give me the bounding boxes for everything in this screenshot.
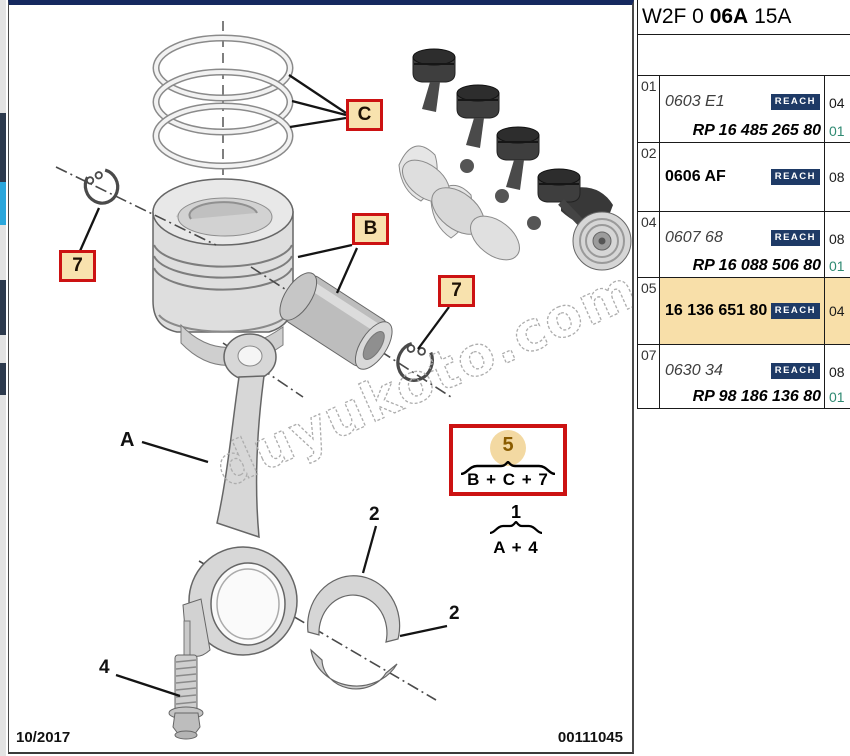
catalog-reference-header: W2F 0 06A 15A bbox=[638, 0, 850, 35]
assembly-formula-box[interactable]: 5 B + C + 7 bbox=[449, 424, 567, 496]
label-a: A bbox=[120, 429, 135, 451]
quantity-primary: 04 bbox=[829, 95, 845, 111]
row-index: 07 bbox=[638, 345, 660, 408]
strip-cyan-block bbox=[0, 182, 6, 225]
piston-rings-illustration bbox=[152, 34, 294, 170]
formula-number-circle bbox=[490, 430, 526, 466]
piston-illustration bbox=[152, 178, 294, 366]
strip-gray-block bbox=[0, 335, 6, 363]
part-code: 0607 68 bbox=[665, 229, 723, 246]
part-code: 0603 E1 bbox=[665, 93, 725, 110]
reach-badge[interactable]: REACH bbox=[770, 230, 820, 246]
bolt-illustration bbox=[168, 620, 204, 740]
callout-b[interactable]: B bbox=[352, 213, 389, 245]
part-code: 0606 AF bbox=[665, 168, 726, 185]
row-index: 05 bbox=[638, 278, 660, 344]
callout-7-left[interactable]: 7 bbox=[59, 250, 96, 282]
circlip-left-illustration bbox=[83, 168, 120, 205]
strip-navy-block bbox=[0, 113, 6, 182]
table-row[interactable]: 02 0606 AF REACH 08 bbox=[638, 143, 850, 212]
bearing-shells-illustration bbox=[307, 575, 401, 690]
strip-navy-block bbox=[0, 280, 6, 335]
row-index: 02 bbox=[638, 143, 660, 211]
label-2-top: 2 bbox=[369, 504, 380, 525]
over-brace bbox=[460, 461, 556, 475]
part-code: 16 136 651 80 bbox=[665, 302, 768, 319]
quantity-secondary: 01 bbox=[829, 389, 845, 405]
reference-part2: 06A bbox=[709, 5, 749, 28]
circlip-right-illustration bbox=[396, 341, 434, 382]
table-row-selected[interactable]: 05 16 136 651 80 REACH 04 bbox=[638, 278, 850, 345]
formula-top-expression: B + C + 7 bbox=[467, 470, 549, 489]
formula-bottom-number: 1 bbox=[510, 502, 521, 522]
strip-gray-block bbox=[0, 395, 6, 756]
parts-table: W2F 0 06A 15A 01 0603 E1 REACH RP 16 485… bbox=[637, 0, 850, 409]
label-4: 4 bbox=[99, 657, 110, 678]
diagram-artwork: duyukoto.com bbox=[55, 21, 632, 740]
row-index: 01 bbox=[638, 76, 660, 142]
strip-gray-block bbox=[0, 0, 6, 113]
quantity-primary: 08 bbox=[829, 169, 845, 185]
formula-bottom-expression: A + 4 bbox=[493, 538, 539, 557]
crankshaft-assembly-illustration bbox=[398, 48, 632, 271]
reach-badge[interactable]: REACH bbox=[770, 94, 820, 110]
table-row[interactable]: 01 0603 E1 REACH RP 16 485 265 80 04 01 bbox=[638, 76, 850, 143]
strip-gray-block bbox=[0, 225, 6, 280]
quantity-primary: 04 bbox=[829, 303, 845, 319]
leader-lines bbox=[78, 74, 450, 698]
callout-c[interactable]: C bbox=[346, 99, 383, 131]
callout-7-right[interactable]: 7 bbox=[438, 275, 475, 307]
assembly-formula-secondary: 1 A + 4 bbox=[483, 503, 549, 556]
over-brace bbox=[489, 520, 543, 535]
exploded-view-diagram: duyukoto.com C B 7 7 A 2 2 4 5 B + C + 7… bbox=[8, 0, 634, 754]
reach-badge[interactable]: REACH bbox=[770, 169, 820, 185]
document-number: 00111045 bbox=[557, 729, 623, 746]
part-code: 0630 34 bbox=[665, 362, 723, 379]
reference-part1: W2F 0 bbox=[642, 5, 704, 28]
catalog-date: 10/2017 bbox=[16, 729, 71, 746]
formula-top-number: 5 bbox=[502, 434, 514, 456]
label-2-bottom: 2 bbox=[449, 603, 460, 624]
table-row[interactable]: 07 0630 34 REACH RP 98 186 136 80 08 01 bbox=[638, 345, 850, 409]
piston-pin-illustration bbox=[279, 272, 393, 370]
reference-part3: 15A bbox=[754, 5, 792, 28]
quantity-secondary: 01 bbox=[829, 258, 845, 274]
row-index: 04 bbox=[638, 212, 660, 277]
quantity-primary: 08 bbox=[829, 231, 845, 247]
edge-color-strip bbox=[0, 0, 6, 756]
strip-navy-block bbox=[0, 363, 6, 395]
reach-badge[interactable]: REACH bbox=[770, 303, 820, 319]
replacement-part-number: RP 98 186 136 80 bbox=[692, 388, 821, 405]
replacement-part-number: RP 16 485 265 80 bbox=[692, 122, 821, 139]
quantity-secondary: 01 bbox=[829, 123, 845, 139]
table-empty-row bbox=[638, 35, 850, 76]
replacement-part-number: RP 16 088 506 80 bbox=[692, 257, 821, 274]
reach-badge[interactable]: REACH bbox=[770, 363, 820, 379]
table-row[interactable]: 04 0607 68 REACH RP 16 088 506 80 08 01 bbox=[638, 212, 850, 278]
connecting-rod-illustration bbox=[182, 333, 298, 657]
quantity-primary: 08 bbox=[829, 364, 845, 380]
